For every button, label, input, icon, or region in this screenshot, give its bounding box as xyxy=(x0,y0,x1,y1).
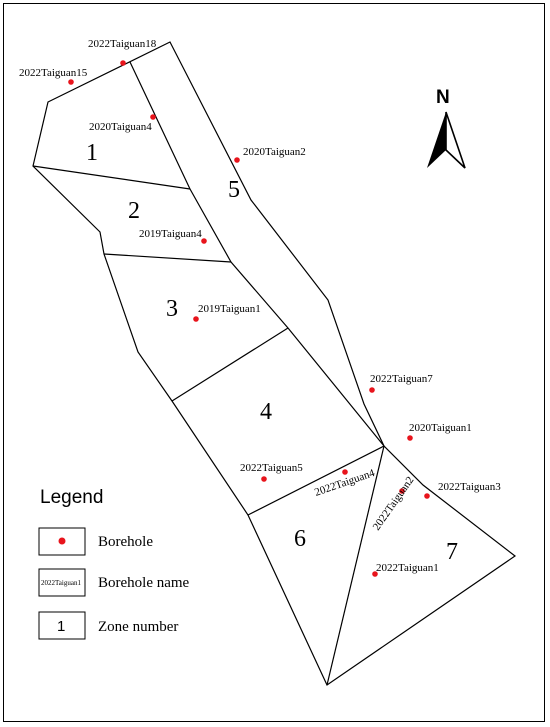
zone-number-6: 6 xyxy=(294,526,306,552)
borehole-dot xyxy=(342,469,348,475)
borehole-2022Taiguan2[interactable]: 2022Taiguan2 xyxy=(371,474,417,532)
legend-title: Legend xyxy=(40,487,103,508)
zone-number-3: 3 xyxy=(166,296,178,322)
boundary-2-3 xyxy=(103,253,232,263)
borehole-2022Taiguan4[interactable]: 2022Taiguan4 xyxy=(313,467,377,499)
borehole-dot xyxy=(68,79,74,85)
borehole-label: 2020Taiguan4 xyxy=(89,121,152,133)
borehole-dot xyxy=(234,157,240,163)
legend-label: Borehole name xyxy=(98,575,190,591)
borehole-label: 2020Taiguan2 xyxy=(243,146,306,158)
legend-item-zone-number: 1 Zone number xyxy=(38,611,178,640)
boundary-4-6 xyxy=(247,445,385,516)
borehole-label: 2020Taiguan1 xyxy=(409,422,472,434)
borehole-2022Taiguan1[interactable]: 2022Taiguan1 xyxy=(372,562,439,577)
borehole-2022Taiguan18[interactable]: 2022Taiguan18 xyxy=(88,38,157,66)
legend-symbol-box xyxy=(38,568,86,597)
borehole-2020Taiguan1[interactable]: 2020Taiguan1 xyxy=(407,422,472,441)
borehole-2019Taiguan4[interactable]: 2019Taiguan4 xyxy=(139,228,207,244)
zone-number-1: 1 xyxy=(86,140,98,166)
borehole-2022Taiguan15[interactable]: 2022Taiguan15 xyxy=(19,67,88,85)
borehole-2022Taiguan3[interactable]: 2022Taiguan3 xyxy=(424,481,501,499)
north-label: N xyxy=(436,87,450,108)
borehole-label: 2022Taiguan15 xyxy=(19,67,88,79)
borehole-label: 2022Taiguan3 xyxy=(438,481,501,493)
borehole-dot-icon xyxy=(58,537,66,545)
borehole-dot xyxy=(261,476,267,482)
borehole-dot xyxy=(369,387,375,393)
borehole-label: 2022Taiguan1 xyxy=(376,562,439,574)
borehole-dot xyxy=(150,114,156,120)
borehole-2022Taiguan7[interactable]: 2022Taiguan7 xyxy=(369,373,433,393)
borehole-label: 2022Taiguan2 xyxy=(371,474,417,532)
legend-label: Zone number xyxy=(98,619,178,635)
boundary-3-4 xyxy=(171,327,289,402)
legend-label: Borehole xyxy=(98,534,153,550)
zone-number-2: 2 xyxy=(128,198,140,224)
borehole-label: 2022Taiguan18 xyxy=(88,38,157,50)
borehole-label: 2019Taiguan4 xyxy=(139,228,202,240)
zone-number-7: 7 xyxy=(446,539,458,565)
legend-item-borehole-name: 2022Taiguan1 Borehole name xyxy=(38,568,190,597)
boundary-6-7 xyxy=(326,445,385,686)
borehole-label: 2019Taiguan1 xyxy=(198,303,261,315)
borehole-dot xyxy=(372,571,378,577)
north-arrow-icon xyxy=(427,111,466,169)
borehole-dot xyxy=(407,435,413,441)
borehole-dot xyxy=(399,488,405,494)
legend-sample-name: 2022Taiguan1 xyxy=(41,579,81,587)
borehole-dot xyxy=(424,493,430,499)
legend-item-borehole: Borehole xyxy=(38,527,153,556)
map-frame xyxy=(3,3,545,722)
borehole-2020Taiguan2[interactable]: 2020Taiguan2 xyxy=(234,146,306,163)
zone-number-4: 4 xyxy=(260,399,272,425)
zone-number-5: 5 xyxy=(228,177,240,203)
north-arrow: N xyxy=(427,87,466,169)
borehole-dot xyxy=(193,316,199,322)
borehole-label: 2022Taiguan5 xyxy=(240,462,303,474)
legend-sample-number: 1 xyxy=(57,618,65,635)
borehole-2019Taiguan1[interactable]: 2019Taiguan1 xyxy=(193,303,261,322)
boundary-west-5 xyxy=(129,61,385,447)
borehole-dot xyxy=(120,60,126,66)
study-area-outline xyxy=(32,41,517,686)
legend-symbol-box xyxy=(38,611,86,640)
borehole-label: 2022Taiguan7 xyxy=(370,373,433,385)
borehole-2022Taiguan5[interactable]: 2022Taiguan5 xyxy=(240,462,303,482)
legend: Legend Borehole 2022Taiguan1 Borehole na… xyxy=(38,487,190,640)
borehole-2020Taiguan4[interactable]: 2020Taiguan4 xyxy=(89,114,156,133)
borehole-dot xyxy=(201,238,207,244)
boundary-1-2 xyxy=(32,165,191,190)
